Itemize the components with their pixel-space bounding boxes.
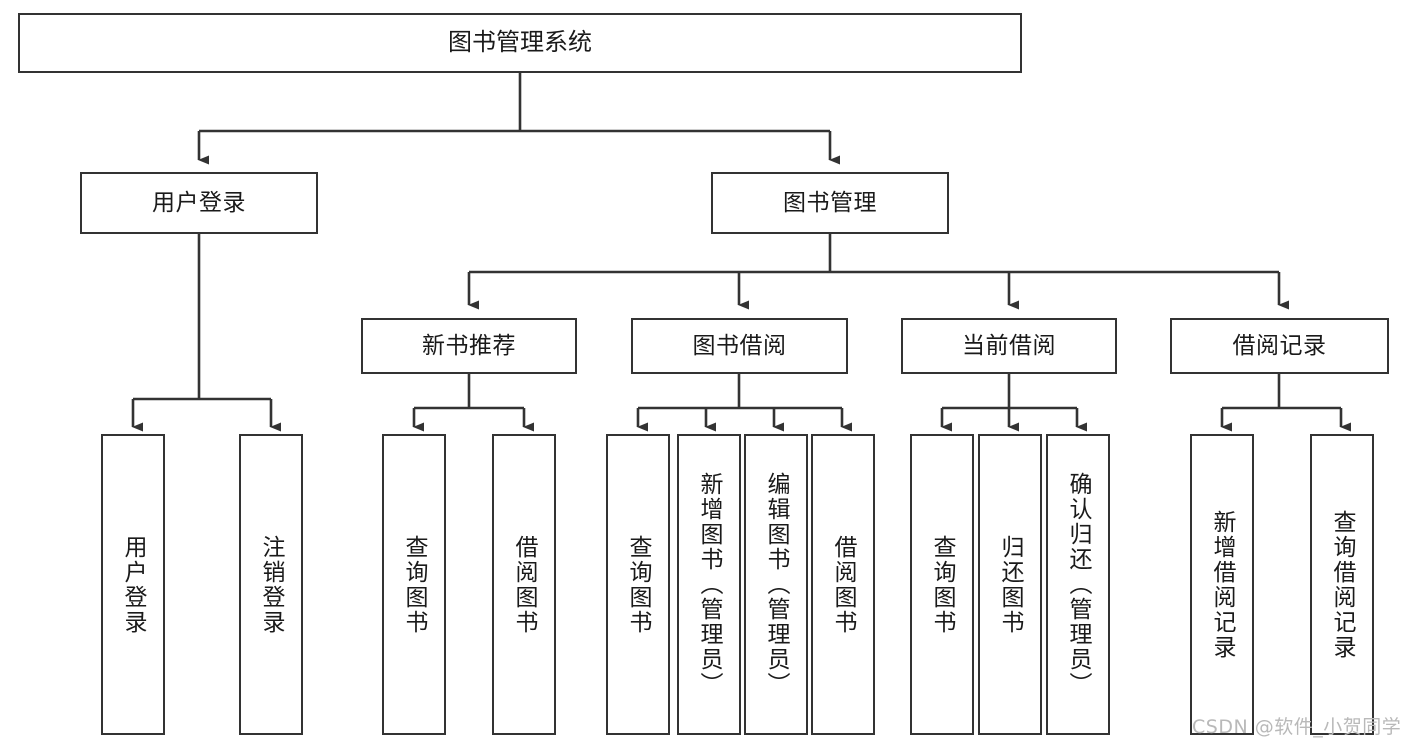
node-label: 查询借阅记录 xyxy=(1329,509,1356,660)
leaf-record-query-record[interactable]: 查询借阅记录 xyxy=(1310,434,1374,735)
leaf-current-confirm-return[interactable]: 确认归还（管理员） xyxy=(1046,434,1110,735)
leaf-recommend-query-book[interactable]: 查询图书 xyxy=(382,434,446,735)
node-label: 确认归还（管理员） xyxy=(1065,472,1092,697)
leaf-borrow-edit-book[interactable]: 编辑图书（管理员） xyxy=(744,434,808,735)
node-current-borrow[interactable]: 当前借阅 xyxy=(901,318,1117,374)
node-root-system[interactable]: 图书管理系统 xyxy=(18,13,1022,73)
node-new-book-recommend[interactable]: 新书推荐 xyxy=(361,318,577,374)
leaf-current-return-book[interactable]: 归还图书 xyxy=(978,434,1042,735)
node-label: 查询图书 xyxy=(625,534,652,635)
node-label: 新增借阅记录 xyxy=(1209,509,1236,660)
leaf-recommend-borrow-book[interactable]: 借阅图书 xyxy=(492,434,556,735)
node-label: 用户登录 xyxy=(152,189,246,216)
node-borrow-record[interactable]: 借阅记录 xyxy=(1170,318,1389,374)
node-label: 查询图书 xyxy=(929,534,956,635)
node-label: 归还图书 xyxy=(997,534,1024,635)
leaf-current-query-book[interactable]: 查询图书 xyxy=(910,434,974,735)
node-label: 借阅图书 xyxy=(511,534,538,635)
leaf-record-add-record[interactable]: 新增借阅记录 xyxy=(1190,434,1254,735)
node-label: 新书推荐 xyxy=(422,332,516,359)
node-label: 编辑图书（管理员） xyxy=(763,472,790,697)
leaf-user-logout[interactable]: 注销登录 xyxy=(239,434,303,735)
watermark-text: CSDN @软件_小贺同学 xyxy=(1192,716,1402,738)
node-book-borrow[interactable]: 图书借阅 xyxy=(631,318,848,374)
node-label: 借阅图书 xyxy=(830,534,857,635)
node-label: 图书借阅 xyxy=(692,332,787,359)
node-label: 当前借阅 xyxy=(962,332,1056,359)
node-label: 新增图书（管理员） xyxy=(696,472,723,697)
node-label: 查询图书 xyxy=(401,534,428,635)
node-label: 用户登录 xyxy=(120,534,147,635)
node-label: 注销登录 xyxy=(258,534,285,635)
node-label: 图书管理 xyxy=(783,189,877,216)
node-user-login[interactable]: 用户登录 xyxy=(80,172,318,234)
node-book-management[interactable]: 图书管理 xyxy=(711,172,949,234)
leaf-borrow-add-book[interactable]: 新增图书（管理员） xyxy=(677,434,741,735)
leaf-borrow-borrow-book[interactable]: 借阅图书 xyxy=(811,434,875,735)
node-label: 借阅记录 xyxy=(1232,332,1327,359)
node-label: 图书管理系统 xyxy=(448,28,592,57)
leaf-user-login[interactable]: 用户登录 xyxy=(101,434,165,735)
leaf-borrow-query-book[interactable]: 查询图书 xyxy=(606,434,670,735)
